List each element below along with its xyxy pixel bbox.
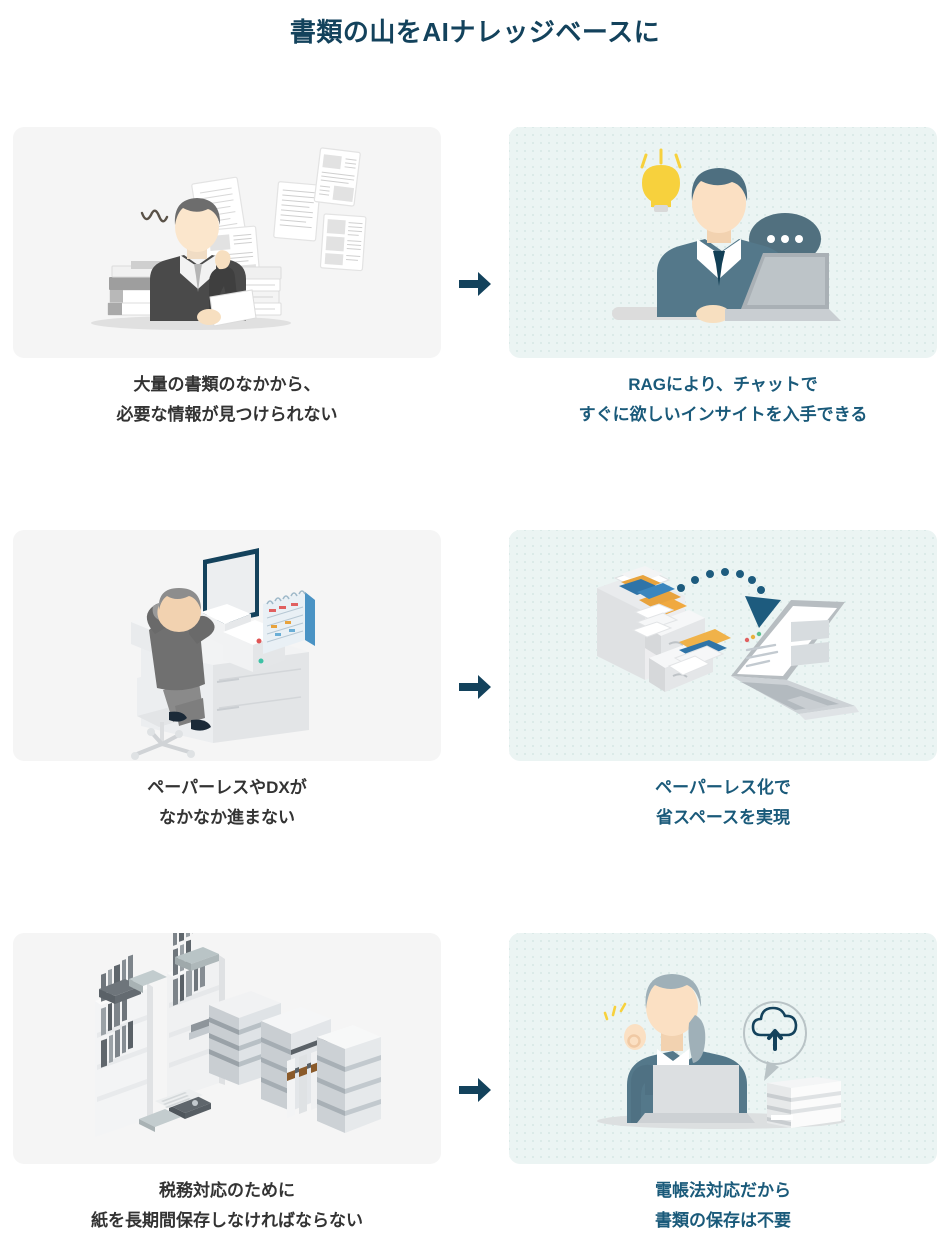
solution-caption-2: ペーパーレス化で 省スペースを実現 xyxy=(509,773,937,833)
illustration-bookshelves-and-document-stacks-isometric xyxy=(13,933,441,1164)
caption-line: 省スペースを実現 xyxy=(656,808,790,827)
solution-card-2 xyxy=(509,530,937,761)
transition-arrow-2 xyxy=(455,671,495,703)
dot-pattern xyxy=(509,530,937,761)
caption-line: すぐに欲しいインサイトを入手できる xyxy=(578,405,868,424)
illustration-filing-cabinet-to-laptop-digitization xyxy=(509,530,937,761)
caption-line: 電帳法対応だから xyxy=(655,1181,791,1200)
transition-arrow-3 xyxy=(455,1074,495,1106)
caption-line: RAGにより、チャットで xyxy=(628,375,818,394)
solution-card-1 xyxy=(509,127,937,358)
caption-line: 大量の書類のなかから、 xyxy=(133,375,321,394)
caption-line: ペーパーレスやDXが xyxy=(147,778,307,797)
caption-line: 書類の保存は不要 xyxy=(655,1211,791,1230)
caption-line: 紙を長期間保存しなければならない xyxy=(91,1211,363,1230)
problem-caption-2: ペーパーレスやDXが なかなか進まない xyxy=(13,773,441,833)
problem-caption-1: 大量の書類のなかから、 必要な情報が見つけられない xyxy=(13,370,441,430)
caption-line: なかなか進まない xyxy=(159,808,295,827)
page-title: 書類の山をAIナレッジベースに xyxy=(289,17,661,47)
problem-card-2 xyxy=(13,530,441,761)
solution-caption-3: 電帳法対応だから 書類の保存は不要 xyxy=(509,1176,937,1236)
problem-caption-3: 税務対応のために 紙を長期間保存しなければならない xyxy=(13,1176,441,1236)
illustration-businessman-chatting-with-ai-laptop xyxy=(509,127,937,358)
caption-line: 税務対応のために xyxy=(159,1181,295,1200)
caption-line: ペーパーレス化で xyxy=(655,778,791,797)
illustration-person-at-desk-frustrated-isometric xyxy=(13,530,441,761)
problem-card-1 xyxy=(13,127,441,358)
caption-line: 必要な情報が見つけられない xyxy=(116,405,338,424)
illustration-businessman-overwhelmed-by-documents xyxy=(13,127,441,358)
solution-caption-1: RAGにより、チャットで すぐに欲しいインサイトを入手できる xyxy=(509,370,937,430)
illustration-woman-laptop-cloud-upload xyxy=(509,933,937,1164)
problem-card-3 xyxy=(13,933,441,1164)
solution-card-3 xyxy=(509,933,937,1164)
transition-arrow-1 xyxy=(455,268,495,300)
